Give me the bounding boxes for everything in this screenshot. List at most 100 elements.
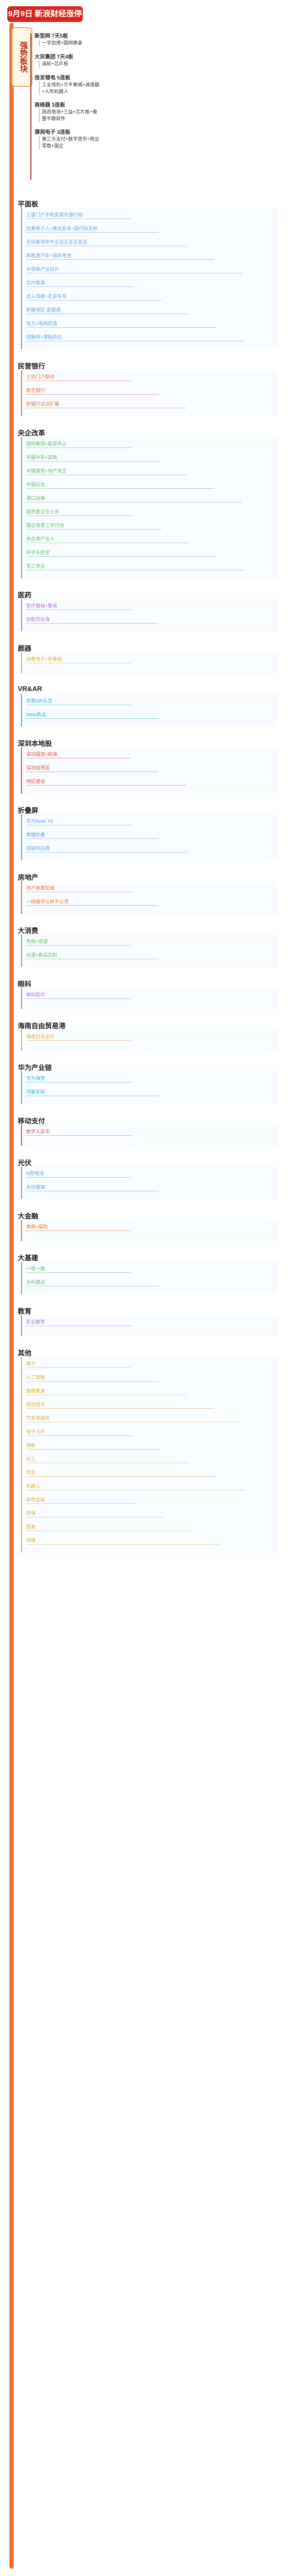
section-note: 职业教育 — [26, 1319, 46, 1325]
section-title: 华为产业链 — [18, 1064, 52, 1072]
note-divider — [26, 1367, 131, 1368]
section-title: 房地产 — [18, 873, 39, 881]
section-note: 数字银行 — [26, 388, 46, 393]
section-title: 大消费 — [18, 927, 39, 935]
note-divider — [26, 1408, 214, 1409]
section-title: 眼科 — [18, 980, 32, 988]
section-note: 数字人民币 — [26, 1129, 50, 1134]
section-note: 特区建设 — [26, 779, 46, 784]
hot-sector-title: 新型网 7天5板 — [35, 33, 68, 39]
section-body — [21, 370, 279, 416]
section-title: 大基建 — [18, 1254, 39, 1262]
note-divider — [26, 461, 159, 462]
section-note: 农业 — [26, 1470, 36, 1475]
note-divider — [26, 529, 161, 530]
section-note: 港口运输 — [26, 496, 46, 501]
note-divider — [26, 1135, 131, 1136]
section-note: 国网集团+能源央企 — [26, 441, 67, 446]
note-divider — [26, 488, 214, 489]
note-divider — [26, 232, 159, 233]
section-note: 机器人 — [26, 1484, 41, 1489]
section-note: 眼科医疗 — [26, 992, 46, 997]
note-divider — [26, 945, 131, 946]
section-note: 中字头航空 — [26, 550, 50, 555]
section-note: 芯片股涨 — [26, 280, 46, 285]
section-note: 华为海思 — [26, 1076, 46, 1081]
note-divider — [26, 1082, 131, 1083]
note-divider — [26, 1449, 161, 1450]
page-title: 9月9日 新浪财经涨停板复盘 — [7, 6, 83, 34]
section-note: 铰链供应商 — [26, 846, 50, 851]
section-note: 华为Mate X5 — [26, 819, 53, 824]
note-divider — [26, 785, 186, 786]
section-title: 教育 — [18, 1307, 32, 1315]
section-body — [21, 748, 279, 794]
hot-sector-item: 涡轮+芯片板 — [39, 61, 99, 67]
note-divider — [26, 259, 214, 260]
hot-sector-title: 信发锂电 5连板 — [35, 75, 71, 81]
note-divider — [26, 998, 131, 999]
section-note: 国资委企业上市 — [26, 509, 60, 514]
section-title: 民营银行 — [18, 362, 46, 370]
section-note: 新银行试点扩展 — [26, 401, 60, 407]
section-body — [21, 599, 279, 631]
section-title: 大金融 — [18, 1212, 39, 1220]
section-note: 国企改革三年行动 — [26, 523, 64, 528]
hot-sector-item: 工业母机+万平美城+减速器+人形机器人 — [39, 82, 99, 95]
note-divider — [26, 394, 159, 395]
section-note: 医疗器械+集采 — [26, 603, 58, 608]
section-title: 平面板 — [18, 200, 39, 208]
note-divider — [26, 718, 159, 719]
hot-label: 强势板块 — [12, 27, 32, 87]
note-divider — [26, 447, 131, 448]
note-divider — [26, 1177, 131, 1178]
section-note: 医美 — [26, 1524, 36, 1530]
timeline-bar — [9, 23, 14, 2569]
section-note: 海南封关运作 — [26, 1034, 55, 1039]
hot-sector-title: 大宗集团 7天4板 — [35, 54, 73, 60]
section-note: 光伏玻璃 — [26, 1184, 46, 1190]
section-note: 苹果MR头显 — [26, 698, 52, 704]
section-note: 电子元件 — [26, 1429, 46, 1434]
section-note: 储能 — [26, 1443, 36, 1448]
section-note: 创新药+港股药企 — [26, 335, 62, 340]
section-note: 一线城市认房不认贷 — [26, 899, 69, 904]
section-note: 白酒+食品饮料 — [26, 952, 58, 958]
note-divider — [26, 1476, 217, 1477]
section-note: 低空经济 — [26, 1402, 46, 1407]
section-note: 光伏板块中午企业企业正名业 — [26, 239, 88, 245]
hot-sector-item: 一字加速+国网换拿 — [39, 40, 99, 47]
section-note: 传媒 — [26, 1538, 36, 1543]
note-divider — [26, 905, 159, 906]
section-note: 化工 — [26, 1456, 36, 1462]
section-note: 有色金属 — [26, 1497, 46, 1502]
section-note: 电力+电网改造 — [26, 321, 58, 326]
section-note: 免税+旅游 — [26, 939, 48, 944]
section-note: 央企资产注入 — [26, 536, 55, 542]
section-note: 深圳国资+前海 — [26, 752, 58, 757]
section-body — [21, 1167, 279, 1199]
section-note: 新疆地区 金银通 — [26, 307, 61, 313]
section-note: 三信门户联动 — [26, 374, 55, 380]
section-note: 深圳自贸区 — [26, 765, 50, 770]
section-note: 无人驾驶+北京车号 — [26, 294, 67, 299]
section-body — [21, 208, 279, 349]
note-divider — [26, 623, 159, 624]
section-title: 折叠屏 — [18, 807, 39, 814]
section-body — [21, 1357, 279, 1552]
section-note: 新能源汽车+固态电池 — [26, 253, 72, 258]
note-divider — [26, 852, 186, 853]
note-divider — [26, 1040, 131, 1041]
section-note: 军工央企 — [26, 564, 46, 569]
note-divider — [26, 556, 217, 557]
section-title: 海南自由贸易港 — [18, 1022, 66, 1030]
section-note: 汽车零部件 — [26, 1416, 50, 1421]
section-note: 中国石化 — [26, 482, 46, 487]
note-divider — [26, 1503, 136, 1504]
hot-connector — [30, 33, 31, 180]
note-divider — [26, 286, 134, 287]
section-body — [21, 1262, 279, 1294]
section-title: 央企改革 — [18, 429, 46, 437]
section-title: 深圳本地股 — [18, 740, 52, 748]
section-note: 中国中车+高铁 — [26, 455, 58, 460]
